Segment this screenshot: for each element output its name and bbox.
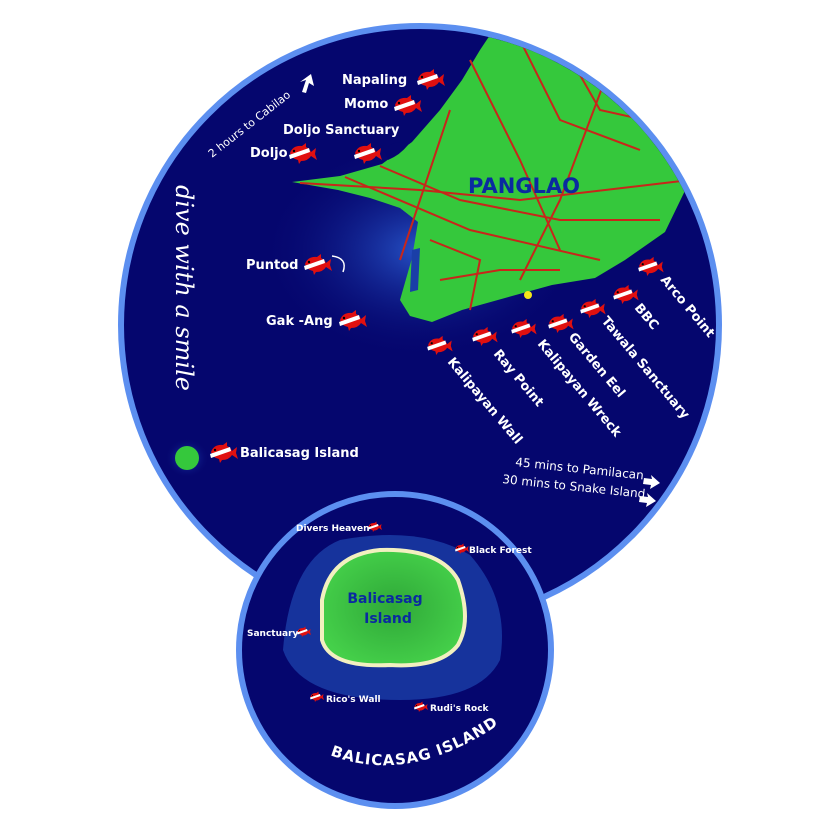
site-divers-heaven: Divers Heaven bbox=[296, 524, 370, 534]
site-puntod: Puntod bbox=[246, 258, 299, 273]
balicasag-island-dot bbox=[175, 446, 199, 470]
balicasag-island-shape bbox=[320, 547, 467, 668]
site-balicasag: Balicasag Island bbox=[240, 446, 359, 461]
site-gak-ang: Gak -Ang bbox=[266, 314, 333, 329]
inset-island-label-1: Balicasag bbox=[347, 591, 422, 607]
site-sanctuary: Sanctuary bbox=[247, 629, 299, 639]
site-ricos-wall: Rico's Wall bbox=[326, 695, 381, 705]
site-rudis-rock: Rudi's Rock bbox=[430, 704, 490, 714]
arrow-icon bbox=[643, 475, 660, 489]
reef-arc bbox=[331, 255, 345, 273]
arrow-icon bbox=[639, 493, 656, 507]
marker-dot bbox=[524, 291, 532, 299]
site-doljo-sanctuary: Doljo Sanctuary bbox=[283, 123, 400, 138]
tagline: dive with a smile bbox=[170, 185, 198, 391]
site-doljo: Doljo bbox=[250, 146, 288, 161]
site-napaling: Napaling bbox=[342, 73, 407, 88]
site-momo: Momo bbox=[344, 97, 388, 112]
inset-island-label-2: Island bbox=[364, 611, 412, 627]
site-black-forest: Black Forest bbox=[469, 546, 532, 556]
panglao-label: PANGLAO bbox=[468, 174, 580, 198]
arrow-icon bbox=[300, 74, 314, 93]
